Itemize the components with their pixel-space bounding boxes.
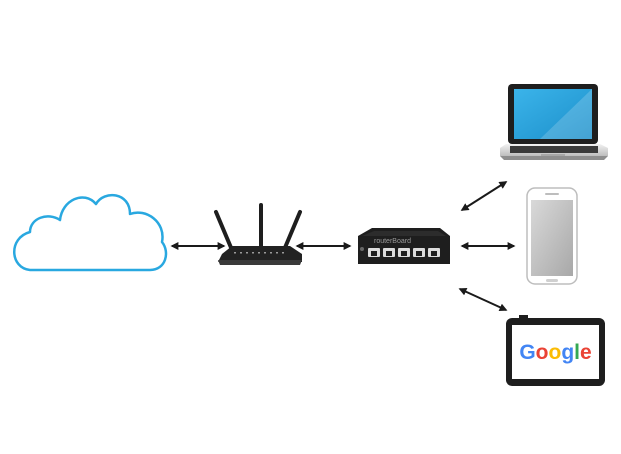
tablet-screen-text: Google — [519, 341, 591, 364]
arrow-routerboard-tablet — [458, 288, 508, 311]
routerboard-icon: routerBoard — [358, 228, 450, 264]
google-letter-6: e — [580, 341, 592, 364]
smartphone-icon — [526, 187, 578, 285]
wifi-router-icon — [214, 203, 302, 265]
google-letter-3: o — [548, 341, 561, 364]
routerboard-brand-text: routerBoard — [374, 238, 411, 245]
google-letter-4: g — [561, 341, 574, 364]
google-letter-2: o — [536, 341, 549, 364]
tablet-icon: Google — [506, 315, 605, 386]
arrow-routerboard-laptop — [460, 181, 508, 211]
laptop-icon — [500, 84, 608, 160]
link-arrows — [170, 181, 516, 311]
google-letter-5: l — [574, 341, 580, 364]
google-letter-1: G — [519, 341, 535, 364]
cloud-icon — [13, 193, 168, 272]
